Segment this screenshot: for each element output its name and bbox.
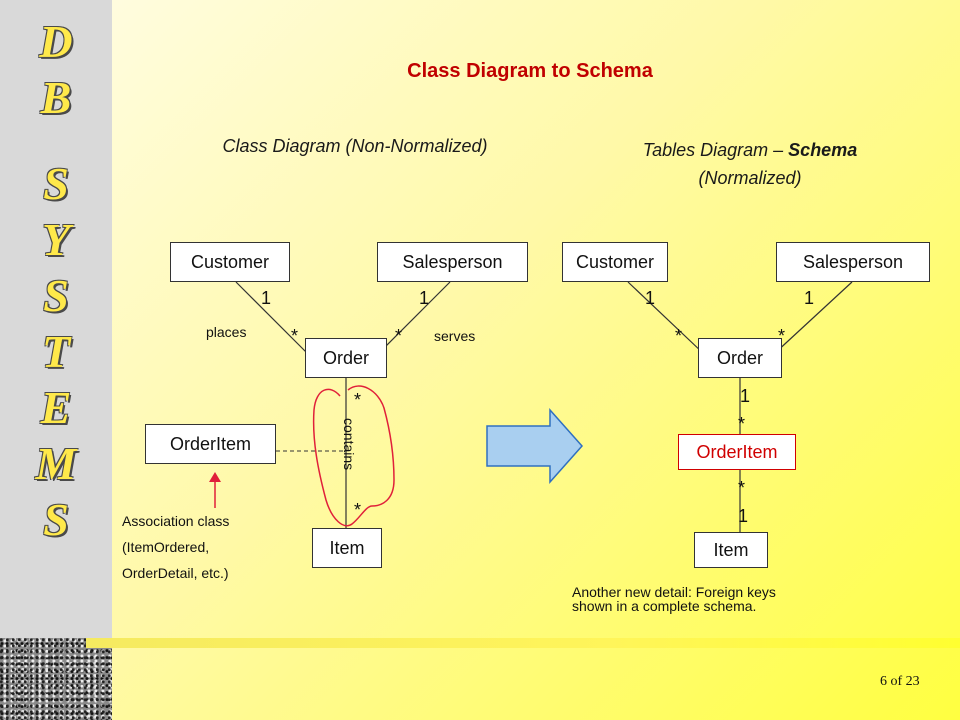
schema-note: Another new detail: Foreign keys shown i… (572, 585, 776, 613)
multiplicity-label: 1 (738, 506, 749, 526)
multiplicity-label: * (738, 478, 746, 498)
class-item: Item (312, 528, 382, 568)
multiplicity-label: * (291, 326, 299, 346)
connector-r-salesperson-order (773, 281, 853, 355)
class-order: Order (305, 338, 387, 378)
right-subtitle: Tables Diagram – Schema (Normalized) (580, 136, 920, 192)
role-label-places: places (206, 324, 247, 340)
multiplicity-label: 1 (419, 288, 430, 308)
multiplicity-label: 1 (645, 288, 656, 308)
transition-arrow (486, 408, 584, 484)
right-subtitle-bold: Schema (788, 140, 858, 160)
brand-letter: B (40, 72, 72, 123)
connector-r-customer-order (627, 281, 705, 355)
right-subtitle-line2: (Normalized) (698, 168, 802, 188)
bottom-band (86, 638, 960, 648)
brand-letter: S (43, 158, 69, 209)
table-customer: Customer (562, 242, 668, 282)
right-subtitle-prefix: Tables Diagram – (642, 140, 789, 160)
note-line: Another new detail: Foreign keys (572, 584, 776, 600)
association-class-note: Association class (ItemOrdered, OrderDet… (122, 508, 229, 586)
slide-title: Class Diagram to Schema (407, 60, 653, 82)
class-salesperson: Salesperson (377, 242, 528, 282)
sidebar (0, 0, 112, 720)
brand-letter: T (41, 326, 71, 377)
multiplicity-label: * (395, 326, 403, 346)
association-class-orderitem: OrderItem (145, 424, 276, 464)
note-line: Association class (122, 513, 230, 529)
brand-letter: S (43, 270, 69, 321)
note-line: OrderDetail, etc.) (122, 565, 229, 581)
red-pointer-arrow-head (209, 472, 221, 482)
multiplicity-label: 1 (740, 386, 751, 406)
role-label-contains: contains (341, 418, 357, 471)
multiplicity-label: 1 (261, 288, 272, 308)
brand-letter: S (43, 494, 69, 545)
role-label-serves: serves (434, 328, 476, 344)
brand-letter: D (39, 16, 73, 67)
page-number: 6 of 23 (880, 674, 920, 689)
table-item: Item (694, 532, 768, 568)
class-customer: Customer (170, 242, 290, 282)
connector-salesperson-order (375, 281, 451, 357)
multiplicity-label: * (354, 500, 362, 520)
multiplicity-label: 1 (804, 288, 815, 308)
note-line: shown in a complete schema. (572, 598, 757, 614)
brand-letter: M (35, 438, 77, 489)
red-highlight-loop (312, 385, 395, 527)
table-orderitem: OrderItem (678, 434, 796, 470)
connector-customer-order (235, 281, 311, 357)
multiplicity-label: * (354, 390, 362, 410)
note-line: (ItemOrdered, (122, 539, 210, 555)
brand-letter: E (40, 382, 72, 433)
multiplicity-label: * (738, 414, 746, 434)
table-salesperson: Salesperson (776, 242, 930, 282)
texture-block (0, 638, 112, 720)
brand-letter: Y (41, 214, 71, 265)
table-order: Order (698, 338, 782, 378)
left-subtitle: Class Diagram (Non-Normalized) (222, 136, 488, 156)
brand-logo: D B S Y S T E M S (0, 14, 112, 548)
multiplicity-label: * (675, 326, 683, 346)
multiplicity-label: * (778, 326, 786, 346)
